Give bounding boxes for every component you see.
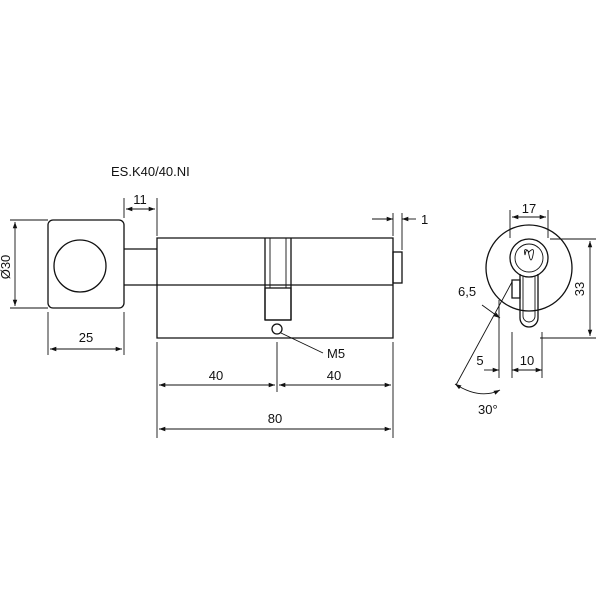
cam-profile-inner xyxy=(522,276,536,323)
cam-angle-value: 30° xyxy=(478,402,498,417)
plug-inner-circle xyxy=(514,243,544,273)
cam-offset-value: 1 xyxy=(421,212,428,227)
knob-circle xyxy=(53,239,107,293)
total-length-value: 80 xyxy=(268,411,282,426)
side-dimensions: Ø30 25 11 1 40 40 80 xyxy=(0,192,428,438)
profile-width-value: 17 xyxy=(522,201,536,216)
knob-diameter-value: Ø30 xyxy=(0,255,13,280)
cam-slot xyxy=(264,238,292,321)
cylinder-side-view: M5 xyxy=(47,219,403,361)
model-code-label: ES.K40/40.NI xyxy=(111,164,190,179)
cylinder-end-view xyxy=(485,224,573,328)
plug-circle xyxy=(509,238,549,278)
knob-width-value: 25 xyxy=(79,330,93,345)
keyway-icon xyxy=(524,249,534,261)
cylinder-body xyxy=(156,237,394,339)
cam-profile xyxy=(519,274,539,328)
profile-height-value: 33 xyxy=(572,282,587,296)
half-length-right-value: 40 xyxy=(327,368,341,383)
thread-label: M5 xyxy=(327,346,345,361)
half-length-left-value: 40 xyxy=(209,368,223,383)
cam-lug xyxy=(511,279,521,299)
key-end-cap xyxy=(392,251,403,284)
m5-leader xyxy=(280,332,324,354)
profile-bottom-left-value: 5 xyxy=(476,353,483,368)
neck-width-value: 11 xyxy=(133,192,147,207)
thumb-knob xyxy=(47,219,125,309)
outer-rosette-circle xyxy=(485,224,573,312)
profile-bottom-right-value: 10 xyxy=(520,353,534,368)
fixing-screw-hole xyxy=(271,323,283,335)
end-dimensions: 17 33 6,5 5 10 30° xyxy=(454,201,596,417)
cam-radius-value: 6,5 xyxy=(458,284,476,299)
